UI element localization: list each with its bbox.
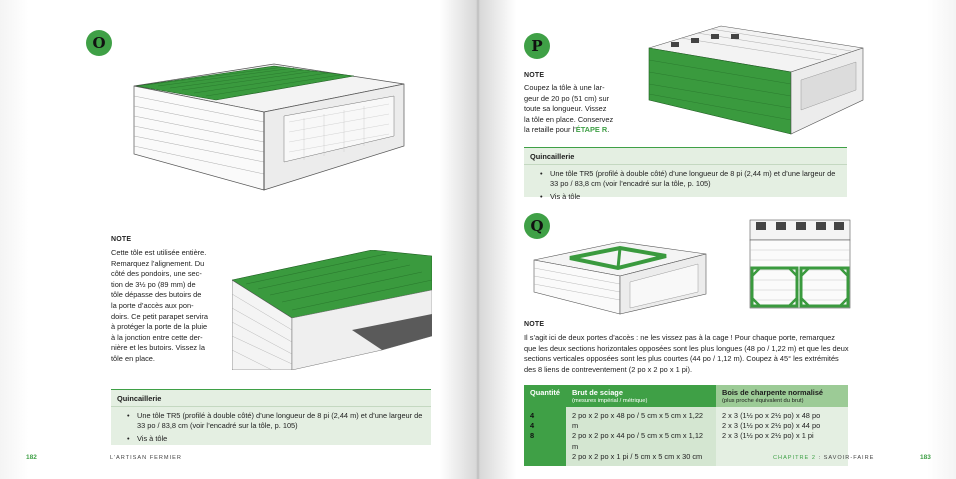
quincaillerie-list: Une tôle TR5 (profilé à double côté) d’u… [524, 165, 847, 208]
lumber-table: Quantité Brut de sciage (mesures impéria… [524, 385, 848, 467]
note-line: geur de 20 po (51 cm) sur [524, 93, 610, 103]
list-item: Vis à tôle [540, 192, 839, 203]
roof-closeup-illustration [232, 250, 432, 370]
table-header-row: Quantité Brut de sciage (mesures impéria… [524, 385, 848, 407]
brut-value: 2 po x 2 po x 48 po / 5 cm x 5 cm x 1,22… [572, 411, 704, 431]
left-page: O NOT [0, 0, 478, 479]
note-line: la porte d’accès aux pon- [111, 300, 194, 310]
cell-bois: 2 x 3 (1½ po x 2½ po) x 48 po 2 x 3 (1½ … [716, 407, 848, 467]
list-item: Une tôle TR5 (profilé à double côté) d’u… [540, 169, 839, 190]
col-brut-sub: (mesures impérial / métrique) [572, 398, 648, 404]
note-title-p: NOTE [524, 72, 545, 79]
col-bois: Bois de charpente normalisé (plus proche… [716, 385, 848, 407]
step-q-badge: Q [524, 213, 550, 239]
qty-value: 4 [530, 421, 535, 431]
note-title-o: NOTE [111, 236, 132, 243]
bois-value: 2 x 3 (1½ po x 2½ po) x 48 po [722, 411, 821, 420]
footer-chapter-label: CHAPITRE 2 [773, 455, 816, 461]
note-text-q: Il s’agit ici de deux portes d’accès : n… [524, 333, 849, 374]
note-text-p: Coupez la tôle à une lar- geur de 20 po … [524, 83, 624, 136]
step-p-badge: P [524, 33, 550, 59]
note-line: tôle en place. [111, 353, 155, 363]
note-line: à la jonction entre cette der- [111, 332, 203, 342]
col-brut: Brut de sciage (mesures impérial / métri… [566, 385, 716, 407]
note-line: la tôle en place. Conservez [524, 114, 614, 124]
page-number-left: 182 [26, 454, 37, 461]
col-brut-title: Brut de sciage [572, 388, 623, 397]
note-title-q: NOTE [524, 321, 545, 328]
footer-chapter-title: SAVOIR-FAIRE [823, 455, 875, 461]
cell-brut: 2 po x 2 po x 48 po / 5 cm x 5 cm x 1,22… [566, 407, 716, 467]
col-bois-sub: (plus proche équivalent du brut) [722, 398, 804, 404]
note-text-o: Cette tôle est utilisée entière. Remarqu… [111, 248, 211, 365]
coop-doors-illustration-q [533, 241, 707, 315]
qty-value: 4 [530, 411, 535, 420]
table-row: 4 4 8 2 po x 2 po x 48 po / 5 cm x 5 cm … [524, 407, 848, 467]
step-o-badge: O [86, 30, 112, 56]
coop-side-illustration-p [648, 25, 864, 135]
coop-roof-illustration-o [133, 63, 405, 191]
note-line: nière et les butoirs. Vissez la [111, 343, 205, 353]
note-line: à protéger la porte de la pluie [111, 322, 208, 332]
footer-chapter: CHAPITRE 2 : SAVOIR-FAIRE [773, 455, 874, 461]
note-line: tion de 3½ po (89 mm) de [111, 279, 196, 289]
note-line-text: la retaille pour l’ [524, 125, 576, 135]
list-item: Une tôle TR5 (profilé à double côté) d’u… [127, 411, 423, 432]
bois-value: 2 x 3 (1½ po x 2½ po) x 1 pi [722, 431, 814, 441]
right-page: P NOTE Coupez la tôle à une lar- geur de… [478, 0, 956, 479]
note-line: tôle dépasse des butoirs de [111, 290, 202, 300]
qty-value: 8 [530, 431, 535, 441]
quincaillerie-title: Quincaillerie [111, 390, 431, 407]
quincaillerie-box-p: Quincaillerie Une tôle TR5 (profilé à do… [524, 147, 847, 203]
col-bois-title: Bois de charpente normalisé [722, 388, 824, 397]
quincaillerie-title: Quincaillerie [524, 148, 847, 165]
note-line: Cette tôle est utilisée entière. [111, 248, 207, 257]
note-line: doirs. Ce petit parapet servira [111, 311, 208, 321]
note-line: la retaille pour l’ÉTAPE R. [524, 125, 624, 136]
quincaillerie-list: Une tôle TR5 (profilé à double côté) d’u… [111, 407, 431, 450]
list-item: Vis à tôle [127, 434, 423, 445]
footer-book-title: L’ARTISAN FERMIER [110, 455, 182, 461]
bois-value: 2 x 3 (1½ po x 2½ po) x 44 po [722, 421, 821, 431]
brut-value: 2 po x 2 po x 44 po / 5 cm x 5 cm x 1,12… [572, 431, 704, 451]
page-number-right: 183 [920, 454, 931, 461]
note-line: Remarquez l’alignement. Du [111, 258, 205, 268]
quincaillerie-box-o: Quincaillerie Une tôle TR5 (profilé à do… [111, 389, 431, 445]
cell-qty: 4 4 8 [524, 407, 566, 467]
step-r-link[interactable]: ÉTAPE R [575, 125, 608, 135]
note-line-end: . [607, 125, 610, 135]
note-line: côté des pondoirs, une sec- [111, 269, 202, 279]
brut-value: 2 po x 2 po x 1 pi / 5 cm x 5 cm x 30 cm [572, 451, 703, 461]
col-qty: Quantité [524, 385, 566, 407]
note-line: toute sa longueur. Vissez [524, 104, 607, 114]
door-frame-illustration-q [749, 219, 851, 309]
footer-sep: : [815, 455, 824, 461]
note-line: Coupez la tôle à une lar- [524, 83, 605, 92]
